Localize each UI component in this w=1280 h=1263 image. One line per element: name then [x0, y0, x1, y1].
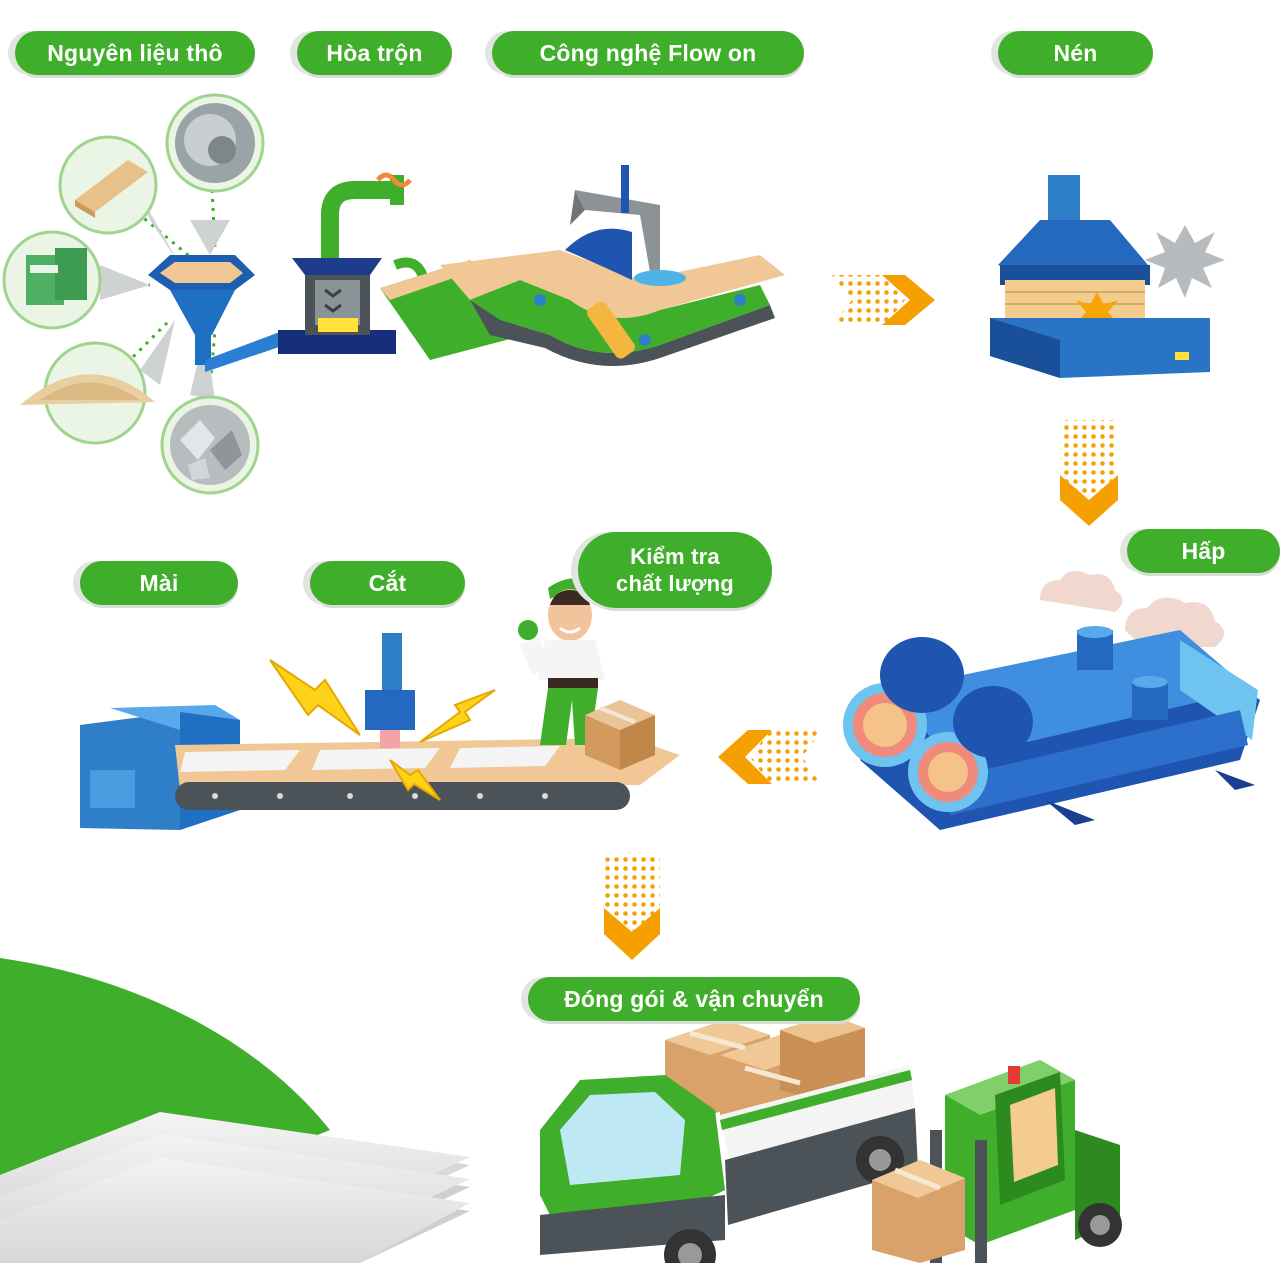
cutting-sanding-line [80, 633, 680, 830]
shipping-box [585, 700, 655, 770]
board-stack [0, 1112, 470, 1263]
step-cutting-label: Cắt [368, 569, 407, 596]
step-pressing: Nén [998, 31, 1153, 75]
cement-bag-icon [2, 230, 102, 330]
step-raw-materials-label: Nguyên liệu thô [47, 39, 223, 66]
step-sanding: Mài [80, 561, 238, 605]
forklift [872, 1060, 1122, 1263]
arrow-right-1 [832, 275, 935, 325]
step-raw-materials: Nguyên liệu thô [15, 31, 255, 75]
raw-materials-cluster [2, 93, 285, 495]
wood-board-icon [58, 135, 158, 235]
arrow-down-1 [1060, 420, 1118, 526]
flow-on-conveyor [440, 165, 785, 366]
step-mixing: Hòa trộn [297, 31, 452, 75]
delivery-truck [540, 1015, 918, 1263]
step-steaming: Hấp [1127, 529, 1280, 573]
step-quality-check-line2: chất lượng [616, 571, 734, 596]
arrow-down-2 [604, 855, 660, 960]
mixer-machine [278, 172, 525, 360]
step-steaming-label: Hấp [1181, 537, 1226, 564]
step-pressing-label: Nén [1053, 39, 1098, 66]
step-packing-shipping: Đóng gói & vận chuyển [528, 977, 860, 1021]
step-sanding-label: Mài [139, 569, 179, 596]
step-mixing-label: Hòa trộn [326, 39, 423, 66]
step-quality-check: Kiểm tra chất lượng [578, 532, 772, 608]
step-flow-on: Công nghệ Flow on [492, 31, 804, 75]
mixing-funnel [148, 255, 285, 372]
step-quality-check-line1: Kiểm tra [630, 543, 720, 569]
gravel-icon [160, 395, 260, 495]
fiber-icon [165, 93, 265, 193]
step-flow-on-label: Công nghệ Flow on [539, 39, 757, 66]
sand-pile-icon [20, 341, 155, 445]
steam-autoclave [843, 571, 1260, 830]
step-cutting: Cắt [310, 561, 465, 605]
arrow-left-1 [718, 730, 822, 784]
step-packing-shipping-label: Đóng gói & vận chuyển [564, 985, 824, 1012]
press-machine [990, 175, 1225, 378]
